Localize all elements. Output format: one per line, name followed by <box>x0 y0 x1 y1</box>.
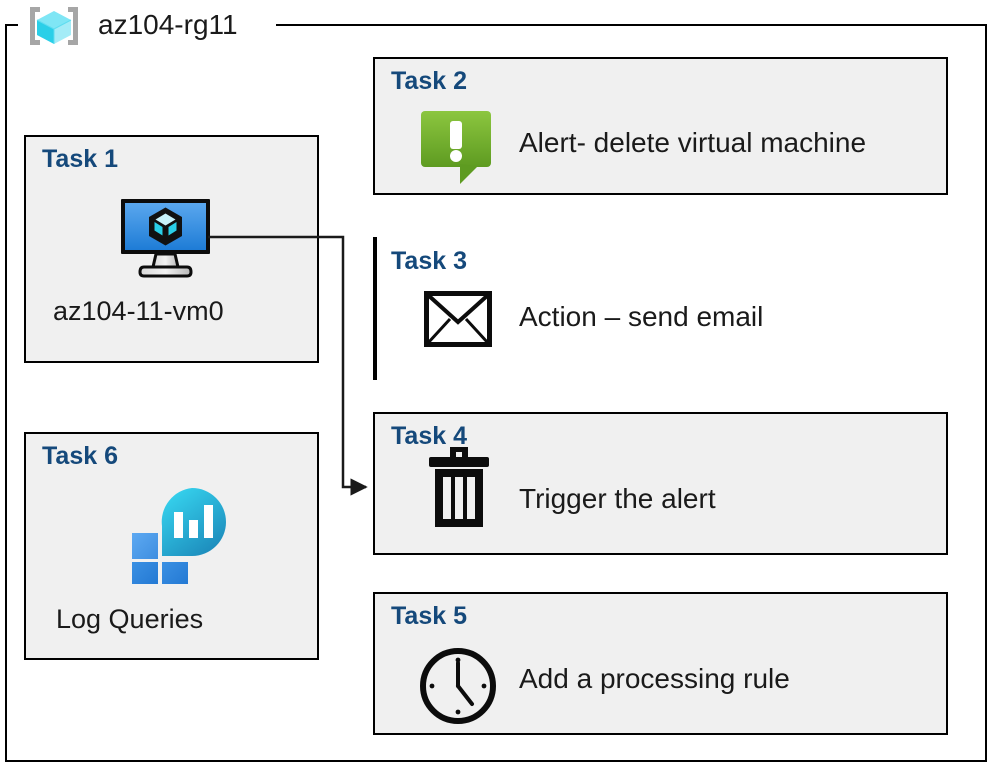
resource-group-name: az104-rg11 <box>98 9 238 40</box>
alert-bubble-exclamation-icon <box>420 108 498 186</box>
trash-can-icon <box>428 445 490 529</box>
card-task-4-caption: Trigger the alert <box>519 483 716 514</box>
card-task-2-title: Task 2 <box>391 67 467 95</box>
card-task-6-caption: Log Queries <box>56 604 204 634</box>
card-task-1-title: Task 1 <box>42 145 118 173</box>
card-task-4-title: Task 4 <box>391 422 467 450</box>
card-task-3[interactable]: Task 3 <box>373 237 467 380</box>
envelope-icon <box>424 291 492 347</box>
clock-icon <box>418 646 498 726</box>
log-analytics-icon <box>126 486 232 588</box>
virtual-machine-icon <box>118 197 213 279</box>
resource-group-frame <box>5 24 987 762</box>
card-task-5[interactable]: Task 5 <box>373 592 948 735</box>
resource-group-cube-icon <box>26 3 82 49</box>
card-task-5-caption: Add a processing rule <box>519 663 790 694</box>
resource-group-title-gap <box>18 14 276 36</box>
card-task-5-title: Task 5 <box>391 602 467 630</box>
card-task-6-title: Task 6 <box>42 442 118 470</box>
card-task-3-title: Task 3 <box>391 247 467 275</box>
card-task-3-caption: Action – send email <box>519 301 764 332</box>
card-task-1-caption: az104-11-vm0 <box>53 296 224 326</box>
card-task-2-caption: Alert- delete virtual machine <box>519 127 867 158</box>
